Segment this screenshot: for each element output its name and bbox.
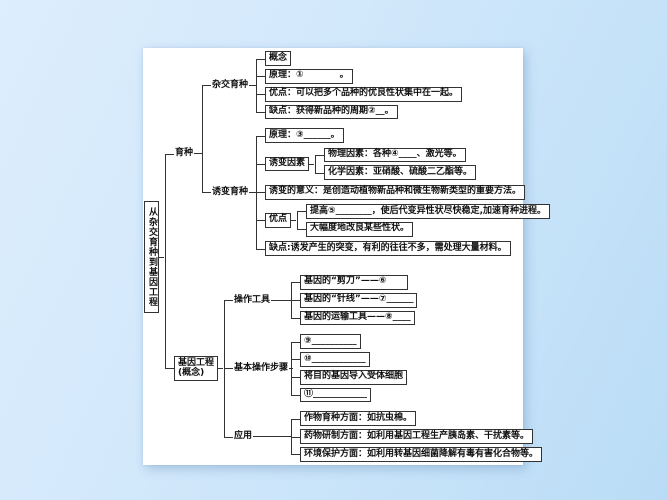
leaf-step-9: ⑨__________ bbox=[291, 333, 407, 351]
leaf-gene-vector: 基因的运输工具——⑧____ bbox=[291, 309, 417, 327]
concept-map: 从杂交育种到基因工程 育种 bbox=[143, 42, 551, 472]
tools-label-col: 操作工具 bbox=[233, 294, 292, 306]
connector-line bbox=[249, 191, 256, 193]
step-11-box: ⑪____________ bbox=[300, 387, 372, 403]
advantages-node: 优点 提高⑤________，使后代变异性状尽快稳定,加速育种进程。 bbox=[265, 203, 551, 239]
principle-1-box: 原理：① 。 bbox=[265, 68, 353, 84]
root-children: 育种 杂交育种 bbox=[165, 42, 551, 472]
gene-engineering-subtitle: (概念) bbox=[178, 367, 205, 378]
tools-node: 操作工具 基因的“剪刀”——⑥ bbox=[233, 273, 418, 327]
connector-line bbox=[271, 299, 292, 301]
tools-children: 基因的“剪刀”——⑥ 基因的“针线”——⑦______ 基因的运输工具——⑧__… bbox=[291, 273, 418, 327]
gene-scissors-box: 基因的“剪刀”——⑥ bbox=[300, 274, 409, 290]
steps-children: ⑨__________ ⑩____________ 将目的基因导入受体细胞 bbox=[291, 333, 408, 404]
mutation-label-col: 诱变育种 bbox=[211, 187, 256, 198]
mutation-label: 诱变育种 bbox=[212, 186, 249, 197]
leaf-advantage-stability: 提高⑤________，使后代变异性状尽快稳定,加速育种进程。 bbox=[297, 203, 551, 221]
advantage-stability-box: 提高⑤________，使后代变异性状尽快稳定,加速育种进程。 bbox=[306, 204, 551, 219]
branch-gene-engineering: 基因工程 (概念) 操作工具 bbox=[165, 265, 550, 471]
leaf-app-crop: 作物育种方面：如抗虫棉。 bbox=[291, 410, 542, 428]
gene-children: 操作工具 基因的“剪刀”——⑥ bbox=[224, 270, 543, 466]
disadvantage-box: 缺点：获得新品种的周期②__。 bbox=[265, 104, 398, 120]
breeding-children: 杂交育种 概念 原理：① 。 bbox=[202, 47, 551, 261]
significance-box: 诱变的意义：是创造动植物新品种和微生物新类型的重要方法。 bbox=[265, 184, 526, 200]
factors-node: 诱变因素 物理因素：各种④____、激光等。 化学因 bbox=[265, 146, 477, 182]
gene-engineering-title: 基因工程 bbox=[178, 357, 215, 368]
applications-label-col: 应用 bbox=[233, 431, 292, 442]
leaf-app-environment: 环境保护方面：如利用转基因细菌降解有毒有害化合物等。 bbox=[291, 445, 543, 464]
hybrid-children: 概念 原理：① 。 优点：可以把多个品种的优良性状集中在一起。 bbox=[256, 50, 463, 121]
leaf-step-11: ⑪____________ bbox=[291, 386, 407, 404]
gene-node: 基因工程 (概念) 操作工具 bbox=[174, 270, 543, 466]
leaf-app-medicine: 药物研制方面：如利用基因工程生产胰岛素、干扰素等。 bbox=[291, 427, 542, 446]
root-node: 从杂交育种到基因工程 育种 bbox=[144, 42, 551, 472]
app-crop-box: 作物育种方面：如抗虫棉。 bbox=[300, 411, 417, 427]
steps-node: 基本操作步骤 ⑨__________ bbox=[233, 333, 408, 404]
connector-line bbox=[249, 84, 256, 86]
factors-children: 物理因素：各种④____、激光等。 化学因素：亚硝酸、硫酸二乙酯等。 bbox=[315, 146, 477, 182]
step-9-box: ⑨__________ bbox=[300, 334, 361, 350]
gene-vector-box: 基因的运输工具——⑧____ bbox=[300, 310, 415, 326]
leaf-gene-needle: 基因的“针线”——⑦______ bbox=[291, 291, 418, 309]
principle-3-box: 原理：③______。 bbox=[265, 128, 344, 144]
breeding-label: 育种 bbox=[175, 148, 194, 159]
leaf-step-import: 将目的基因导入受体细胞 bbox=[291, 368, 408, 386]
branch-basic-steps: 基本操作步骤 ⑨__________ bbox=[224, 329, 542, 408]
gene-engineering-box: 基因工程 (概念) bbox=[174, 356, 224, 381]
hybrid-label: 杂交育种 bbox=[212, 79, 249, 90]
branch-mutation-breeding: 诱变育种 原理：③______。 bbox=[202, 123, 551, 261]
leaf-advantage-improve: 大幅度地改良某些性状。 bbox=[297, 220, 550, 238]
branch-hybrid-breeding: 杂交育种 概念 原理：① 。 bbox=[202, 47, 550, 125]
step-10-box: ⑩____________ bbox=[300, 352, 370, 367]
leaf-significance: 诱变的意义：是创造动植物新品种和微生物新类型的重要方法。 bbox=[256, 183, 550, 201]
step-import-box: 将目的基因导入受体细胞 bbox=[300, 369, 408, 385]
hybrid-node: 杂交育种 概念 原理：① 。 bbox=[211, 50, 463, 121]
applications-label: 应用 bbox=[234, 431, 253, 442]
connector-line bbox=[289, 367, 294, 369]
leaf-chemical-factor: 化学因素：亚硝酸、硫酸二乙酯等。 bbox=[315, 163, 477, 182]
connector-line bbox=[194, 153, 202, 155]
branch-breeding: 育种 杂交育种 bbox=[165, 42, 551, 266]
branch-mutation-factors: 诱变因素 物理因素：各种④____、激光等。 化学因 bbox=[256, 144, 550, 184]
mutation-node: 诱变育种 原理：③______。 bbox=[211, 127, 551, 258]
root-title: 从杂交育种到基因工程 bbox=[144, 200, 164, 313]
advantage-box: 优点：可以把多个品种的优良性状集中在一起。 bbox=[265, 86, 463, 102]
advantage-improve-box: 大幅度地改良某些性状。 bbox=[306, 221, 414, 237]
mutation-children: 原理：③______。 诱变因素 bbox=[256, 127, 551, 258]
advantages-children: 提高⑤________，使后代变异性状尽快稳定,加速育种进程。 大幅度地改良某些… bbox=[297, 203, 551, 239]
connector-line bbox=[253, 436, 292, 438]
applications-children: 作物育种方面：如抗虫棉。 药物研制方面：如利用基因工程生产胰岛素、干扰素等。 环… bbox=[291, 410, 543, 464]
advantages-box: 优点 bbox=[265, 212, 297, 228]
hybrid-label-col: 杂交育种 bbox=[211, 80, 256, 91]
physical-factor-box: 物理因素：各种④____、激光等。 bbox=[324, 147, 466, 163]
app-medicine-box: 药物研制方面：如利用基因工程生产胰岛素、干扰素等。 bbox=[300, 429, 534, 445]
leaf-gene-scissors: 基因的“剪刀”——⑥ bbox=[291, 273, 417, 292]
leaf-advantage: 优点：可以把多个品种的优良性状集中在一起。 bbox=[256, 85, 463, 103]
leaf-concept: 概念 bbox=[256, 50, 462, 68]
diagram-panel: 从杂交育种到基因工程 育种 bbox=[143, 48, 551, 465]
branch-operating-tools: 操作工具 基因的“剪刀”——⑥ bbox=[224, 270, 542, 331]
branch-mutation-advantages: 优点 提高⑤________，使后代变异性状尽快稳定,加速育种进程。 bbox=[256, 201, 551, 240]
gene-needle-box: 基因的“针线”——⑦______ bbox=[300, 292, 418, 308]
concept-box: 概念 bbox=[265, 51, 292, 66]
steps-label-col: 基本操作步骤 bbox=[233, 362, 294, 374]
leaf-principle-3: 原理：③______。 bbox=[256, 127, 550, 145]
factors-box: 诱变因素 bbox=[265, 156, 315, 172]
breeding-node: 育种 杂交育种 bbox=[174, 47, 551, 261]
chemical-factor-box: 化学因素：亚硝酸、硫酸二乙酯等。 bbox=[324, 165, 477, 181]
leaf-mutation-disadvantage: 缺点:诱发产生的突变，有利的往往不多，需处理大量材料。 bbox=[256, 239, 550, 258]
breeding-label-col: 育种 bbox=[174, 148, 202, 159]
leaf-disadvantage: 缺点：获得新品种的周期②__。 bbox=[256, 103, 462, 121]
mutation-disadvantage-box: 缺点:诱发产生的突变，有利的往往不多，需处理大量材料。 bbox=[265, 241, 511, 256]
applications-node: 应用 作物育种方面：如抗虫棉。 药物 bbox=[233, 410, 543, 464]
branch-applications: 应用 作物育种方面：如抗虫棉。 药物 bbox=[224, 406, 543, 466]
tools-label: 操作工具 bbox=[234, 294, 271, 305]
steps-label: 基本操作步骤 bbox=[234, 362, 289, 373]
leaf-principle-1: 原理：① 。 bbox=[256, 67, 462, 86]
leaf-step-10: ⑩____________ bbox=[291, 350, 407, 369]
app-environment-box: 环境保护方面：如利用转基因细菌降解有毒有害化合物等。 bbox=[300, 447, 543, 462]
leaf-physical-factor: 物理因素：各种④____、激光等。 bbox=[315, 146, 476, 164]
